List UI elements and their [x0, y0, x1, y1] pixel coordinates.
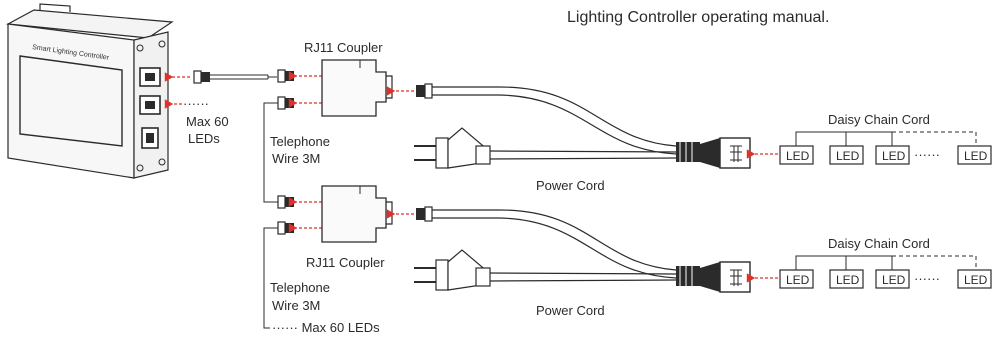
lower-wire-label-line2: Wire 3M	[272, 298, 320, 313]
upper-led-1-label: LED	[786, 149, 810, 163]
caption-text: Lighting Controller operating manual.	[567, 9, 829, 26]
upper-led-ellipsis: ······	[914, 147, 940, 162]
controller-side-plug	[193, 70, 210, 84]
lower-chain: RJ11 Coupler Telephone Wire 3M ······ Ma…	[263, 185, 992, 335]
controller-max-note-line2: LEDs	[188, 131, 220, 146]
lighting-controller: Smart Lighting Controller	[5, 3, 174, 179]
upper-led-4	[957, 145, 992, 165]
lower-wire-label-line1: Telephone	[270, 280, 330, 295]
controller-max-note-line1: Max 60	[186, 114, 229, 129]
lower-power-label: Power Cord	[536, 303, 605, 318]
lower-led-4-label: LED	[964, 273, 988, 287]
upper-led-2-label: LED	[836, 149, 860, 163]
upper-power-plug	[414, 127, 491, 169]
lower-led-2-label: LED	[836, 273, 860, 287]
lower-led-4	[957, 269, 992, 289]
upper-daisy-chain-cord	[795, 131, 893, 146]
lower-led-1-label: LED	[786, 273, 810, 287]
upper-wire-label-line1: Telephone	[270, 134, 330, 149]
lower-telephone-wire	[263, 227, 278, 329]
upper-led-4-label: LED	[964, 149, 988, 163]
upper-power-label: Power Cord	[536, 178, 605, 193]
lower-max-note: ······ Max 60 LEDs	[272, 320, 380, 335]
lower-waterproof-connector	[676, 261, 751, 293]
upper-led-3-label: LED	[882, 149, 906, 163]
lower-coupler-label: RJ11 Coupler	[306, 255, 385, 270]
lower-power-plug	[414, 249, 491, 291]
lower-led-ellipsis: ······	[914, 271, 940, 286]
lower-led-3-label: LED	[882, 273, 906, 287]
lower-daisy-label: Daisy Chain Cord	[828, 236, 930, 251]
upper-waterproof-connector	[676, 137, 751, 169]
lower-daisy-chain-cord	[795, 255, 893, 270]
upper-power-cord	[489, 150, 677, 153]
lower-rj11-coupler	[321, 185, 387, 243]
lower-main-cable	[432, 209, 677, 271]
upper-coupler-label: RJ11 Coupler	[304, 40, 383, 55]
lower-power-cord	[489, 272, 677, 275]
upper-chain: RJ11 Coupler Telephone Wire 3M Power Cor…	[263, 40, 992, 203]
controller-port-2-dots: ······	[183, 96, 209, 111]
upper-daisy-label: Daisy Chain Cord	[828, 112, 930, 127]
upper-rj11-coupler	[321, 59, 387, 117]
upper-telephone-wire	[263, 102, 278, 203]
upper-main-cable	[432, 86, 677, 147]
upper-wire-label-line2: Wire 3M	[272, 151, 320, 166]
